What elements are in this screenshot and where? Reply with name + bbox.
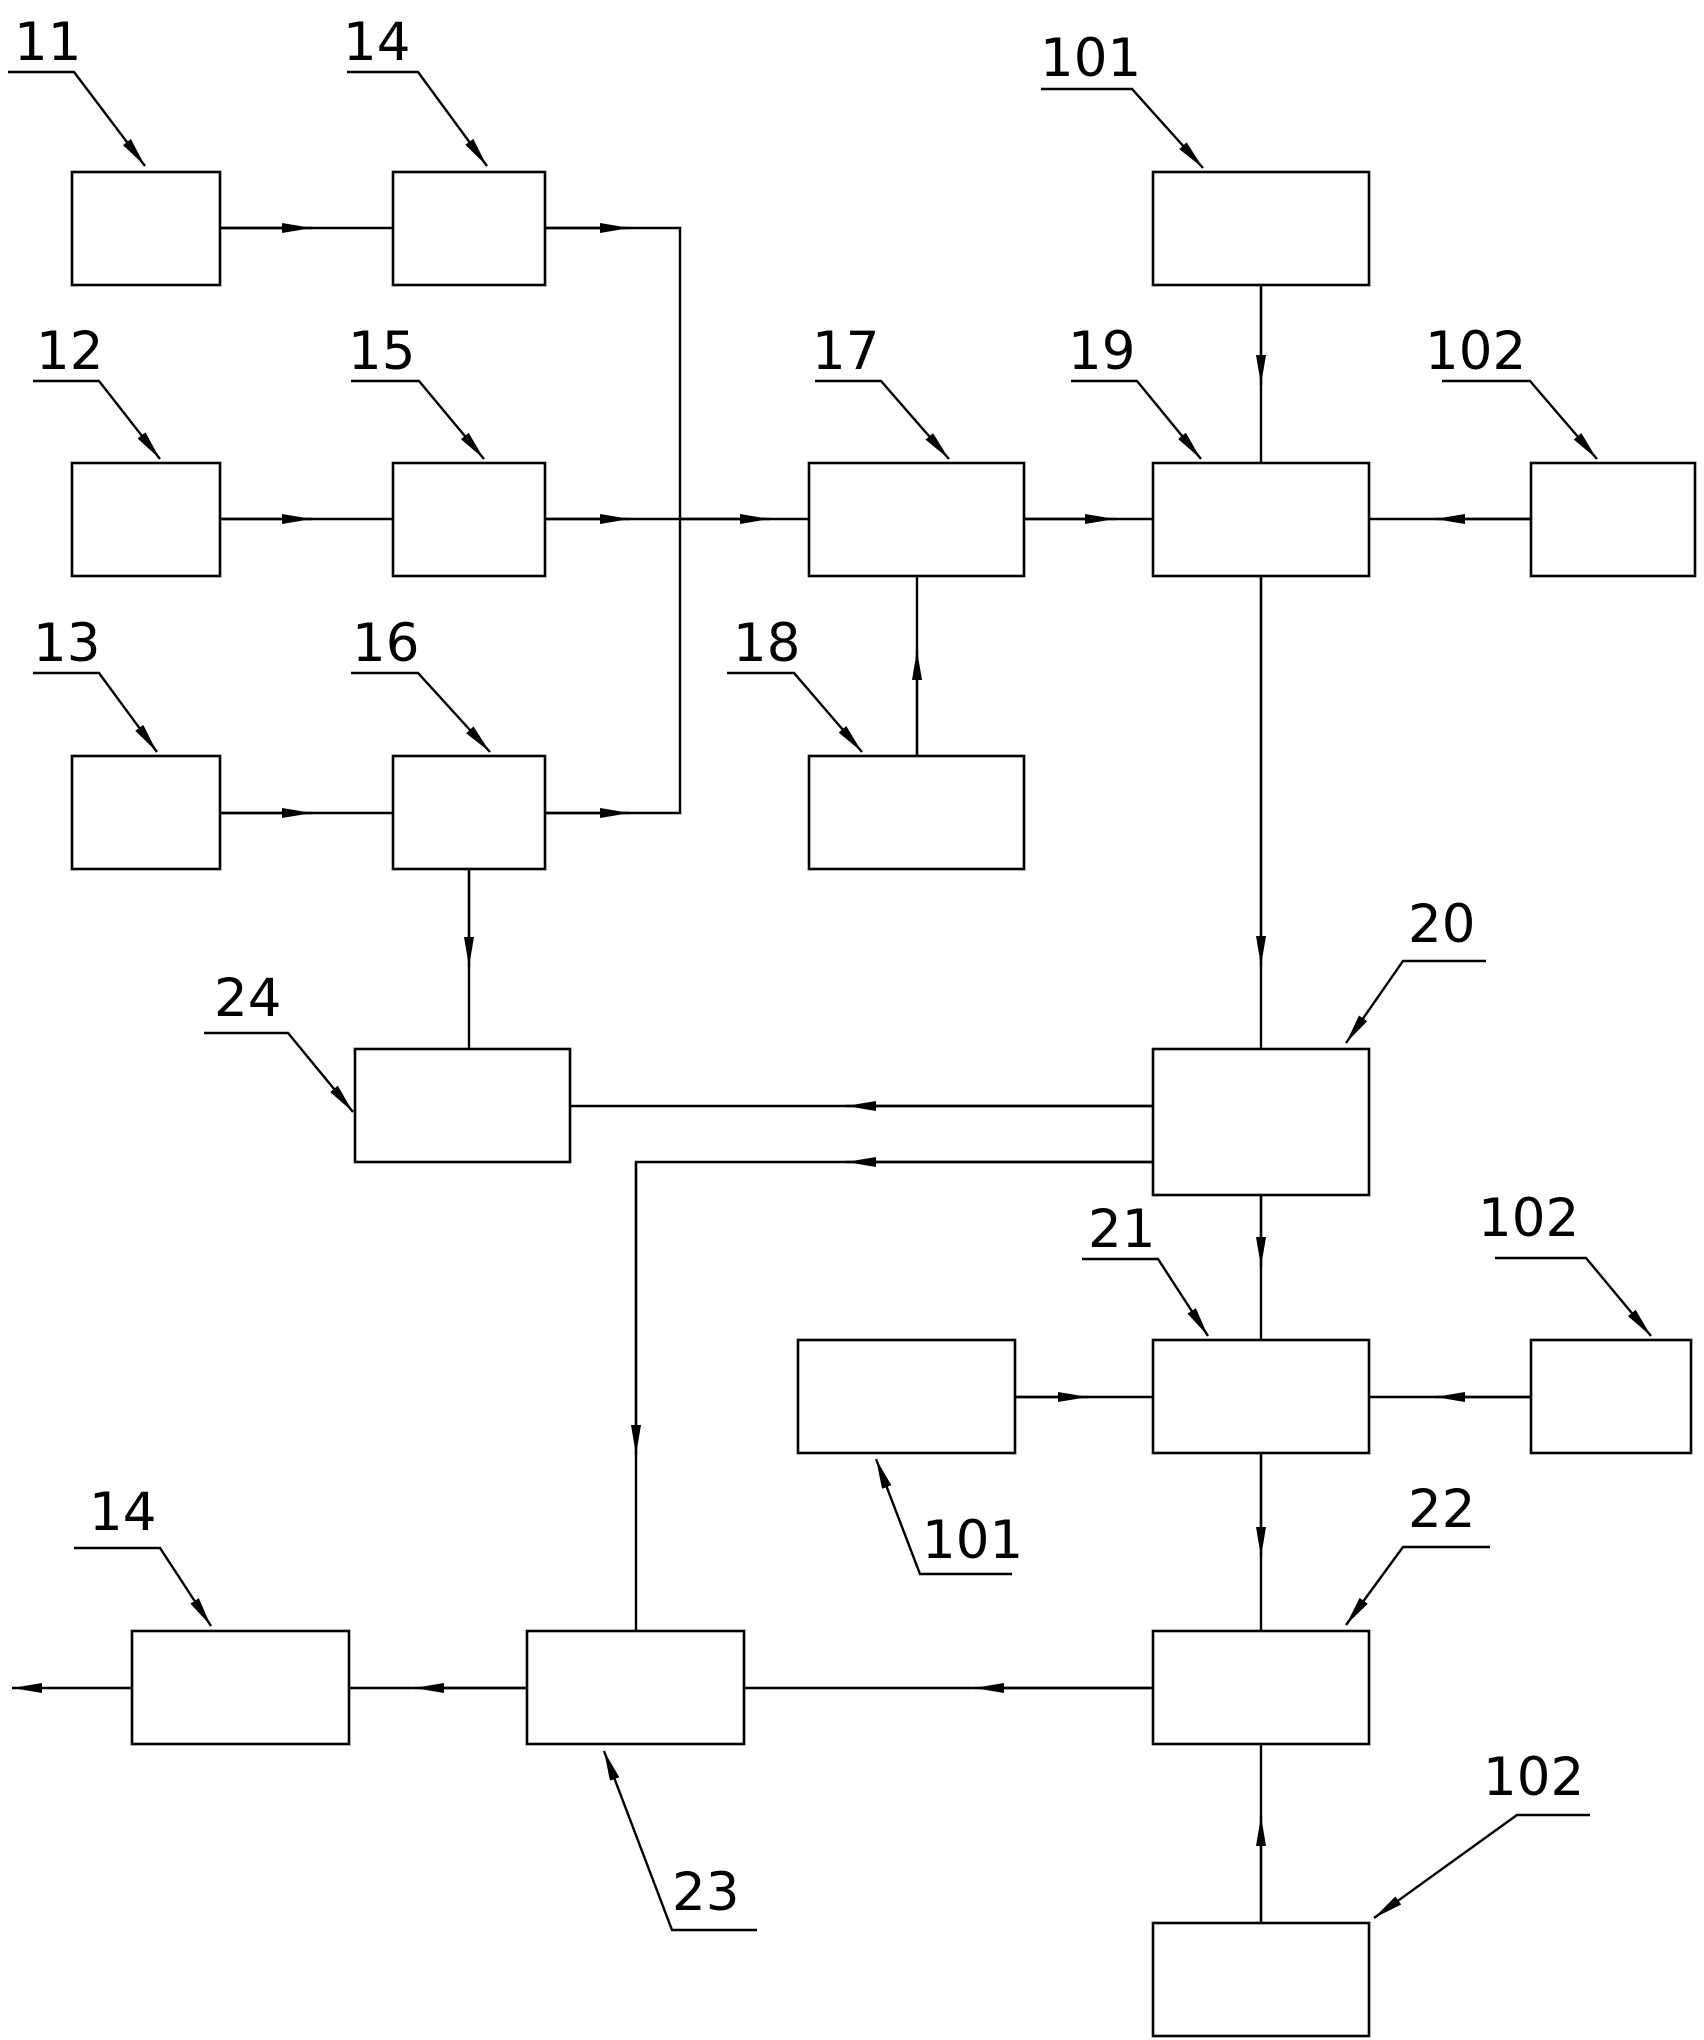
leader-17: [815, 379, 950, 460]
box-23: [525, 1629, 746, 1746]
label-24: 24: [214, 968, 281, 1029]
leader-21: [1082, 1257, 1210, 1337]
label-18: 18: [733, 613, 800, 674]
label-16: 16: [352, 613, 419, 674]
leader-20: [1345, 959, 1486, 1044]
leader-102-top: [1442, 379, 1598, 460]
leader-22: [1345, 1545, 1490, 1626]
box-24: [353, 1047, 572, 1164]
label-101-top: 101: [1040, 28, 1141, 89]
box-17: [807, 461, 1026, 578]
box-19: [1151, 461, 1371, 578]
label-14-bot: 14: [89, 1482, 156, 1543]
label-101-mid: 101: [922, 1510, 1023, 1571]
leader-14-top: [347, 70, 488, 167]
label-14-top: 14: [343, 12, 410, 73]
box-18: [807, 754, 1026, 871]
label-102-bot: 102: [1483, 1747, 1584, 1808]
box-102-mid: [1529, 1338, 1693, 1455]
box-15: [391, 461, 547, 578]
box-21: [1151, 1338, 1371, 1455]
box-11: [70, 170, 222, 287]
leader-13: [33, 671, 158, 753]
label-23: 23: [672, 1862, 739, 1923]
label-22: 22: [1408, 1479, 1475, 1540]
leader-14-bot: [74, 1546, 213, 1627]
label-15: 15: [348, 321, 415, 382]
label-21: 21: [1088, 1199, 1155, 1260]
leader-24: [204, 1031, 354, 1113]
label-12: 12: [36, 321, 103, 382]
label-17: 17: [812, 321, 879, 382]
label-102-top: 102: [1425, 321, 1526, 382]
box-20: [1151, 1047, 1371, 1197]
wire-14-to-bus: [545, 226, 682, 815]
box-102-top: [1529, 461, 1697, 578]
leader-18: [727, 671, 863, 753]
label-19: 19: [1068, 321, 1135, 382]
box-14-top: [391, 170, 547, 287]
leader-12: [33, 379, 161, 460]
leader-102-mid: [1495, 1256, 1652, 1337]
leader-23: [602, 1750, 757, 1932]
leader-16: [351, 671, 491, 753]
box-16: [391, 754, 547, 871]
box-13: [70, 754, 222, 871]
leader-101-top: [1041, 87, 1204, 169]
leader-101-mid: [874, 1458, 1012, 1576]
box-22: [1151, 1629, 1371, 1746]
leader-19: [1071, 379, 1202, 460]
label-102-mid: 102: [1478, 1188, 1579, 1249]
leader-11: [8, 70, 146, 167]
box-12: [70, 461, 222, 578]
label-13: 13: [33, 613, 100, 674]
box-102-bot: [1151, 1921, 1371, 2038]
box-101-mid: [796, 1338, 1017, 1455]
label-11: 11: [14, 12, 81, 73]
box-14-bot: [130, 1629, 351, 1746]
leader-102-bot: [1373, 1813, 1590, 1919]
leader-15: [351, 379, 485, 460]
box-101-top: [1151, 170, 1371, 287]
label-20: 20: [1408, 894, 1475, 955]
